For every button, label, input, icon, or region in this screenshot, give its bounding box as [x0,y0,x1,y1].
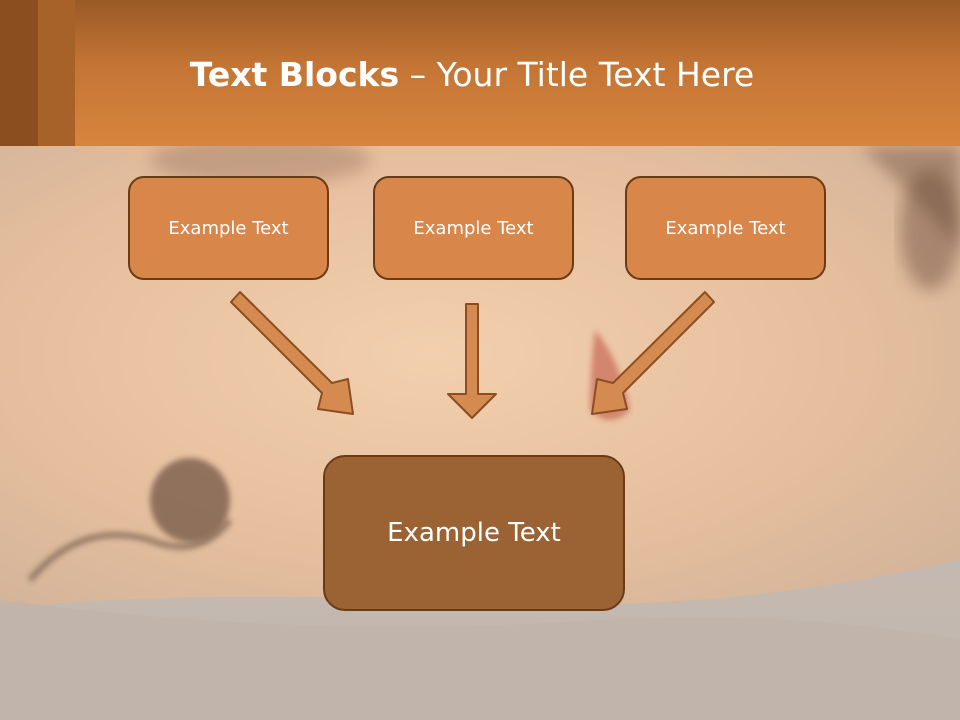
title-bold: Text Blocks [189,55,400,94]
text-block-3[interactable]: Example Text [625,176,826,280]
text-block-2-label: Example Text [413,217,534,239]
text-block-3-label: Example Text [665,217,786,239]
arrow-right-icon [591,291,715,415]
arrow-down-icon [447,303,497,419]
title-bar: Text Blocks – Your Title Text Here [0,0,960,146]
arrow-left-icon [230,291,354,415]
header-accent-strip-2 [38,0,75,146]
text-block-1[interactable]: Example Text [128,176,329,280]
result-block-label: Example Text [387,518,561,548]
title-rest: Your Title Text Here [436,55,755,94]
header-accent-strip [0,0,38,146]
page-title: Text Blocks – Your Title Text Here [0,54,944,96]
text-block-1-label: Example Text [168,217,289,239]
text-block-2[interactable]: Example Text [373,176,574,280]
title-separator: – [399,55,437,94]
result-block[interactable]: Example Text [323,455,625,611]
